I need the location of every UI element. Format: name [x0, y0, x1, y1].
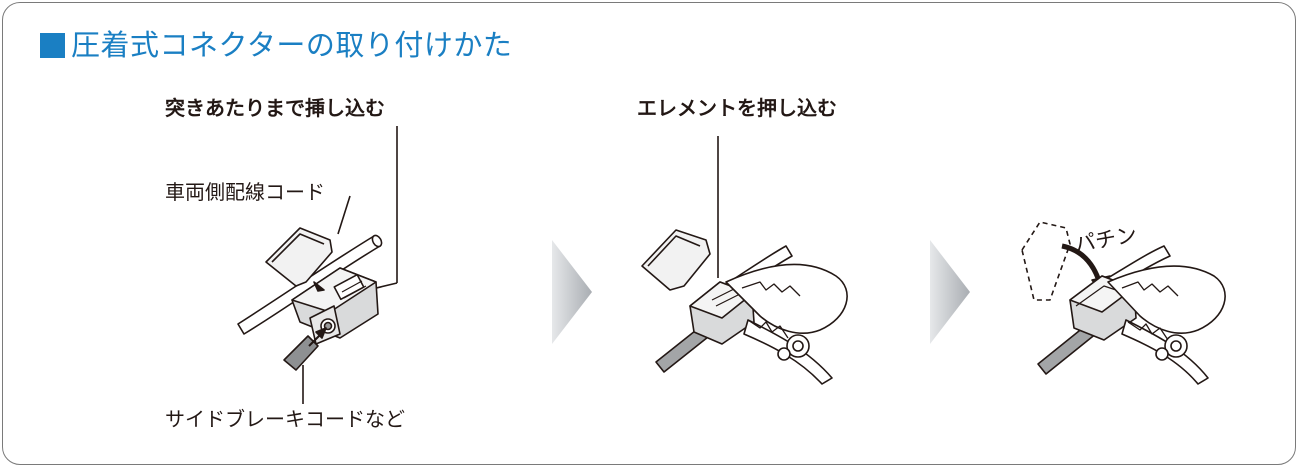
step-2-label: エレメントを押し込む: [637, 96, 837, 120]
snap-sound-text: パチン: [1073, 222, 1139, 257]
vehicle-wire-label: 車両側配線コード: [165, 180, 325, 204]
page-title-text: 圧着式コネクターの取り付けかた: [71, 28, 513, 62]
page-title: 圧着式コネクターの取り付けかた: [40, 22, 512, 64]
chevron-arrow-1-icon: [552, 240, 592, 344]
step-2-illustration: [641, 136, 848, 385]
square-bullet-icon: [40, 33, 65, 58]
step-1-illustration: [237, 126, 398, 404]
step-1-label: 突きあたりまで挿し込む: [165, 96, 385, 120]
chevron-arrow-2-icon: [930, 240, 970, 344]
step-3-illustration: [1021, 221, 1226, 385]
brake-wire-label: サイドブレーキコードなど: [165, 407, 405, 431]
